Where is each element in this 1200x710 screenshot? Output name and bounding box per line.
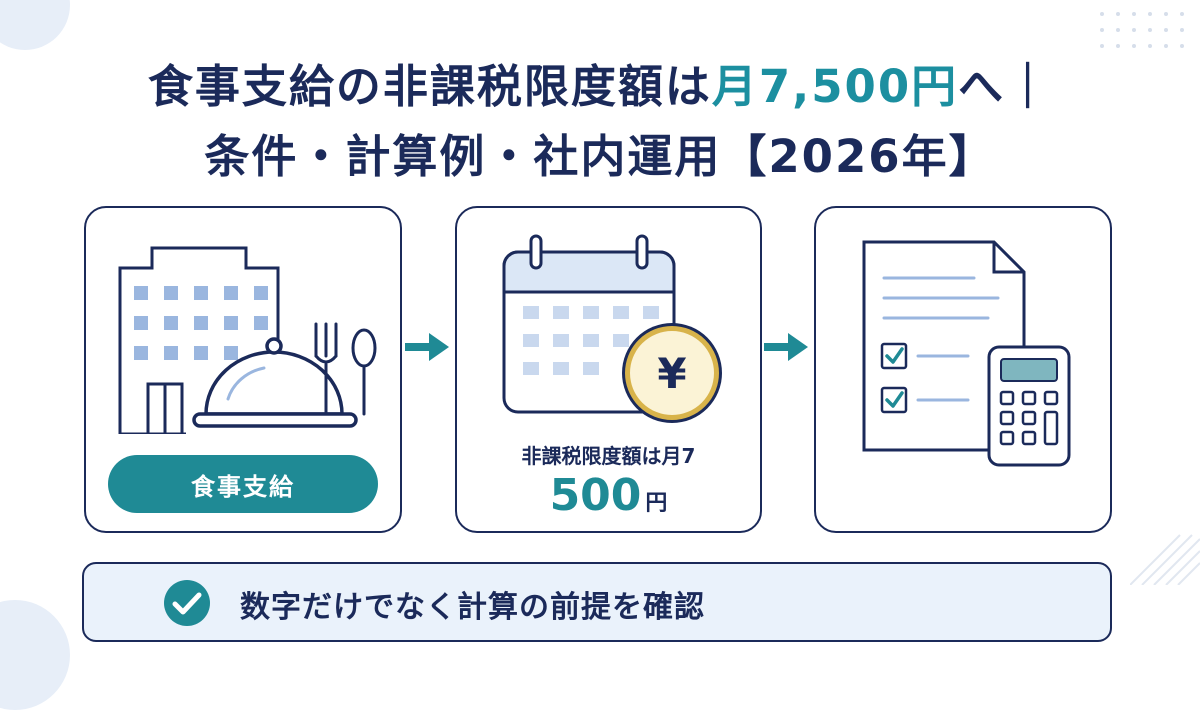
limit-text-line1: 非課税限度額は月7 [521,444,696,468]
title-line2: 条件・計算例・社内運用【2026年】 [204,130,996,183]
page-title: 食事支給の非課税限度額は月7,500円へ｜ [0,50,1200,115]
calculator-icon [987,345,1071,467]
yen-coin-icon: ¥ [625,326,719,420]
title-line1-prefix: 食事支給の非課税限度額は [147,60,712,113]
limit-amount: 500 [549,470,642,521]
decor-hatch [1130,534,1200,585]
decor-circle-top-left [0,0,70,50]
office-building-icon [118,246,377,434]
yen-symbol: ¥ [657,348,687,398]
calculation-card [814,206,1112,533]
arrow-right-icon [764,333,808,361]
document-checklist-icon [862,240,1026,452]
page-subtitle: 条件・計算例・社内運用【2026年】 [0,120,1200,185]
meal-label-pill: 食事支給 [108,455,378,513]
meal-card: 食事支給 [84,206,402,533]
limit-unit: 円 [645,491,668,516]
arrow-right-icon [405,333,449,361]
decor-circle-bottom-left [0,600,70,710]
decor-dots [1100,12,1184,48]
title-line1-accent: 月7,500円 [711,60,959,113]
meal-label: 食事支給 [191,472,295,501]
title-line1-suffix: へ｜ [958,60,1053,113]
check-circle-icon [164,580,210,626]
note-banner: 数字だけでなく計算の前提を確認 [82,562,1112,642]
banner-text: 数字だけでなく計算の前提を確認 [240,590,705,625]
